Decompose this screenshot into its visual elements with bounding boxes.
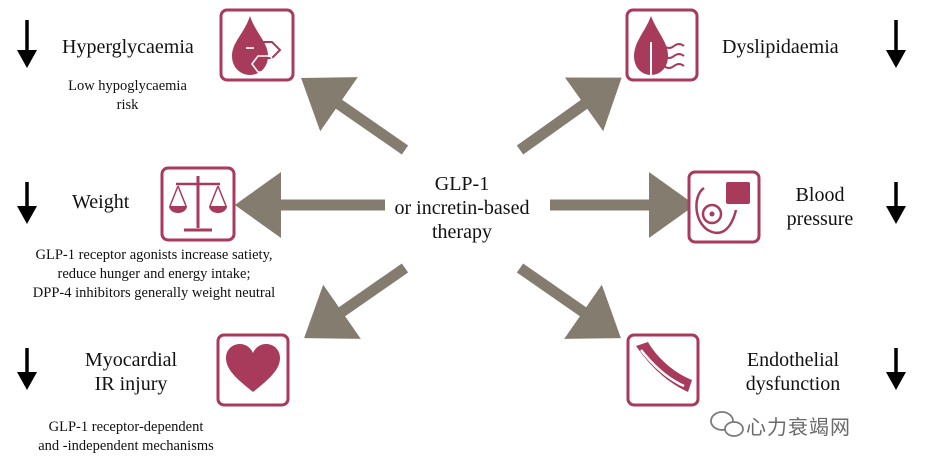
lipid-drop-icon bbox=[625, 8, 699, 82]
center-line-2: or incretin-based bbox=[394, 197, 530, 219]
myocardial-note: GLP-1 receptor-dependent and -independen… bbox=[20, 418, 232, 456]
center-label: GLP-1 or incretin-based therapy bbox=[382, 172, 542, 244]
hyperglycaemia-note: Low hypoglycaemia risk bbox=[50, 77, 205, 115]
hyperglycaemia-note-line-1: Low hypoglycaemia bbox=[68, 78, 187, 94]
center-line-1: GLP-1 bbox=[434, 173, 490, 195]
blood-vessel-icon bbox=[626, 333, 700, 407]
blood-pressure-line-2: pressure bbox=[786, 208, 854, 230]
myocardial-line-1: Myocardial bbox=[84, 349, 178, 371]
arrow-to-hyperglycaemia bbox=[301, 77, 409, 155]
down-arrow-icon bbox=[17, 182, 37, 224]
wechat-icon bbox=[710, 411, 744, 437]
endothelial-line-2: dysfunction bbox=[745, 373, 841, 395]
myocardial-note-line-2: and -independent mechanisms bbox=[38, 438, 214, 454]
blood-drop-icon bbox=[219, 8, 295, 82]
blood-pressure-line-1: Blood bbox=[795, 184, 845, 206]
weight-note-line-1: GLP-1 receptor agonists increase satiety… bbox=[35, 247, 273, 263]
blood-pressure-label: Blood pressure bbox=[770, 183, 870, 231]
down-arrow-icon bbox=[17, 348, 37, 390]
down-arrow-icon bbox=[886, 182, 906, 224]
arrow-to-endothelial bbox=[516, 263, 621, 339]
weight-note: GLP-1 receptor agonists increase satiety… bbox=[8, 246, 300, 303]
weight-label: Weight bbox=[72, 191, 130, 213]
heart-icon bbox=[216, 333, 290, 407]
myocardial-line-2: IR injury bbox=[94, 373, 168, 395]
hyperglycaemia-label: Hyperglycaemia bbox=[62, 36, 194, 58]
watermark-text: 心力衰竭网 bbox=[746, 415, 851, 439]
scale-icon bbox=[160, 166, 236, 242]
hyperglycaemia-note-line-2: risk bbox=[116, 97, 139, 113]
weight-note-line-2: reduce hunger and energy intake; bbox=[57, 266, 251, 282]
myocardial-note-line-1: GLP-1 receptor-dependent bbox=[48, 419, 204, 435]
arrow-to-dyslipidaemia bbox=[516, 77, 622, 155]
arrow-to-myocardial bbox=[304, 263, 409, 339]
down-arrow-icon bbox=[886, 20, 906, 68]
endothelial-label: Endothelial dysfunction bbox=[733, 348, 853, 396]
down-arrow-icon bbox=[886, 348, 906, 390]
blood-pressure-cuff-icon bbox=[687, 170, 761, 244]
dyslipidaemia-label: Dyslipidaemia bbox=[722, 36, 839, 58]
center-line-3: therapy bbox=[432, 221, 492, 243]
down-arrow-icon bbox=[17, 20, 37, 68]
myocardial-label: Myocardial IR injury bbox=[66, 348, 196, 396]
weight-note-line-3: DPP-4 inhibitors generally weight neutra… bbox=[32, 285, 276, 301]
endothelial-line-1: Endothelial bbox=[746, 349, 840, 371]
